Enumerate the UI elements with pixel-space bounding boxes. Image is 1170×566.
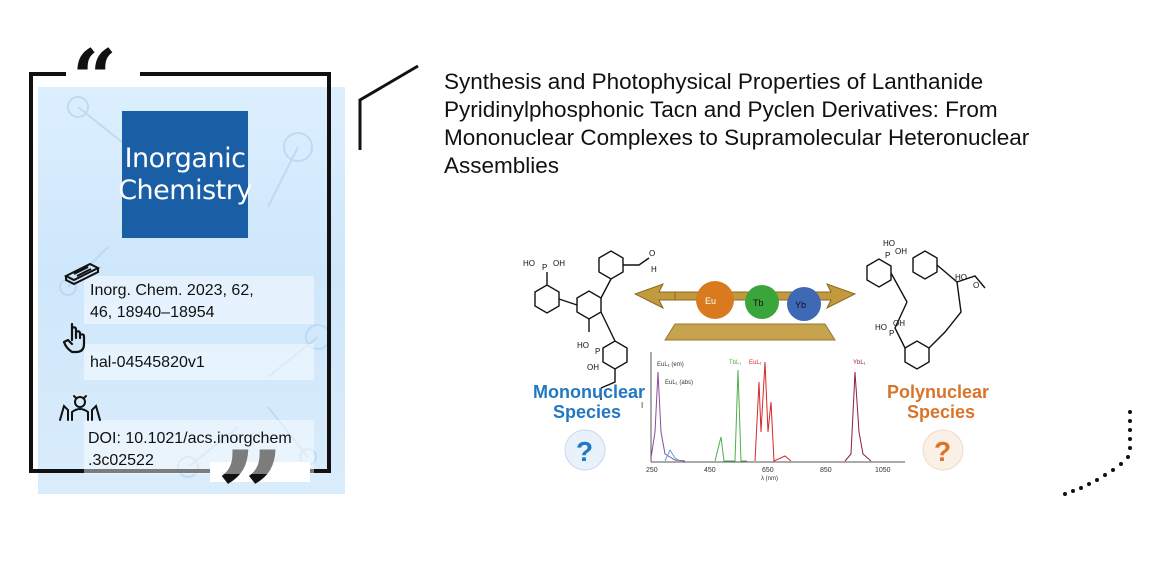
tacn-oh-label-2: OH	[587, 363, 599, 372]
corner-bracket-decoration	[358, 64, 419, 150]
article-title-line: Assemblies	[444, 153, 560, 178]
tacn-p-label-2: P	[595, 347, 600, 356]
hands-network-icon	[56, 392, 104, 429]
article-title-line: Pyridinylphosphonic Tacn and Pyclen Deri…	[444, 97, 998, 122]
newspaper-icon	[62, 258, 102, 291]
ion-label-eu: Eu	[705, 296, 716, 306]
pyclen-oh-label: OH	[895, 247, 907, 256]
mononuclear-species-label: Species	[553, 402, 621, 422]
toc-graphic: HO P OH HO P OH O H Eu Tb Yb HO P OH HO …	[523, 239, 989, 482]
x-tick-450: 450	[704, 467, 716, 474]
ion-label-yb: Yb	[795, 300, 806, 310]
spectrum-x-ticks: 250 450 650 850 1050	[646, 467, 891, 474]
pyclen-ho-label: HO	[883, 239, 895, 248]
spectrum-eu-em-line	[664, 448, 681, 462]
pyclen-ho-label-2: HO	[875, 323, 887, 332]
frame-gap-bottom	[210, 462, 310, 482]
ion-sphere-tb	[745, 285, 779, 319]
pointer-hand-icon	[58, 320, 94, 361]
peak-label-tb: TbL₁	[729, 360, 741, 366]
poly-question-bubble	[922, 429, 964, 471]
gold-arrows	[633, 283, 857, 341]
spectrum-y-label: I	[641, 401, 643, 410]
x-tick-650: 650	[762, 467, 774, 474]
peak-label-eu: EuL₁	[749, 360, 762, 366]
polynuclear-label: Polynuclear	[887, 382, 989, 402]
open-quote-mark: “	[72, 33, 117, 124]
mono-question-mark: ?	[576, 436, 593, 467]
article-title-line: Synthesis and Photophysical Properties o…	[444, 69, 984, 94]
pyclen-molecule	[866, 250, 986, 370]
peak-label-yb: YbL₁	[853, 360, 866, 366]
article-title-line: Mononuclear Complexes to Supramolecular …	[444, 125, 1030, 150]
polynuclear-species-label: Species	[907, 402, 975, 422]
hal-row-band	[84, 344, 314, 380]
close-quote-mark: ”	[216, 425, 286, 566]
spectrum-peak-labels: EuL₁ (em) EuL₁ (abs) TbL₁ EuL₁ YbL₁	[657, 360, 866, 386]
journal-logo-line-1: Inorganic	[124, 143, 246, 175]
pyclen-p-label: P	[885, 251, 890, 260]
tacn-ho-label: HO	[523, 259, 535, 268]
spectrum-eu-line	[754, 361, 792, 462]
mono-question-bubble	[564, 429, 606, 471]
ion-label-tb: Tb	[753, 298, 764, 308]
poly-question-mark: ?	[934, 436, 951, 467]
peak-label-eu-abs: EuL₁ (abs)	[665, 380, 693, 386]
pyclen-oh-label-2: OH	[893, 319, 905, 328]
spectrum-yb-line	[844, 371, 872, 462]
journal-reference: Inorg. Chem. 2023, 62, 46, 18940–18954	[90, 280, 254, 324]
amide-o-label: O	[649, 249, 655, 258]
acid-ho-label: HO	[955, 273, 967, 282]
ion-sphere-eu	[696, 281, 734, 319]
x-tick-250: 250	[646, 467, 658, 474]
amide-h-label: H	[651, 265, 657, 274]
spectrum-plot: I EuL₁ (em) EuL₁ (abs) TbL₁ EuL₁ YbL₁ 25…	[641, 352, 905, 482]
arrow-base	[664, 323, 836, 341]
tacn-p-label: P	[542, 263, 547, 272]
spectrum-x-label: λ (nm)	[761, 476, 778, 482]
dotted-corner-decoration	[1063, 410, 1132, 496]
doi-line-2: .3c02522	[88, 452, 154, 469]
doi: DOI: 10.1021/acs.inorgchem .3c02522	[88, 428, 292, 472]
journal-logo: Inorganic Chemistry	[118, 111, 252, 238]
x-tick-1050: 1050	[875, 467, 891, 474]
journal-reference-line-2: 46, 18940–18954	[90, 304, 215, 321]
tacn-ho-label-2: HO	[577, 341, 589, 350]
journal-reference-line-1: Inorg. Chem. 2023, 62,	[90, 282, 254, 299]
quote-frame	[29, 72, 331, 473]
peak-label-eu-em: EuL₁ (em)	[657, 362, 684, 368]
article-title: Synthesis and Photophysical Properties o…	[444, 68, 1134, 180]
doi-row-band	[84, 420, 314, 474]
journal-logo-line-2: Chemistry	[118, 174, 252, 206]
acid-o-label: O	[973, 281, 979, 290]
hal-identifier: hal-04545820v1	[90, 354, 205, 371]
pyclen-p-label-2: P	[889, 329, 894, 338]
x-tick-850: 850	[820, 467, 832, 474]
spectrum-tb-line	[714, 369, 747, 462]
mononuclear-label: Mononuclear	[533, 382, 645, 402]
spectrum-eu-abs-line	[650, 371, 686, 462]
doi-line-1: DOI: 10.1021/acs.inorgchem	[88, 430, 292, 447]
ion-sphere-yb	[787, 287, 821, 321]
tacn-oh-label: OH	[553, 259, 565, 268]
lanthanide-ions: Eu Tb Yb	[696, 281, 821, 321]
tacn-molecule	[534, 250, 650, 400]
citation-row-band	[84, 276, 314, 324]
frame-gap-top	[66, 64, 140, 84]
